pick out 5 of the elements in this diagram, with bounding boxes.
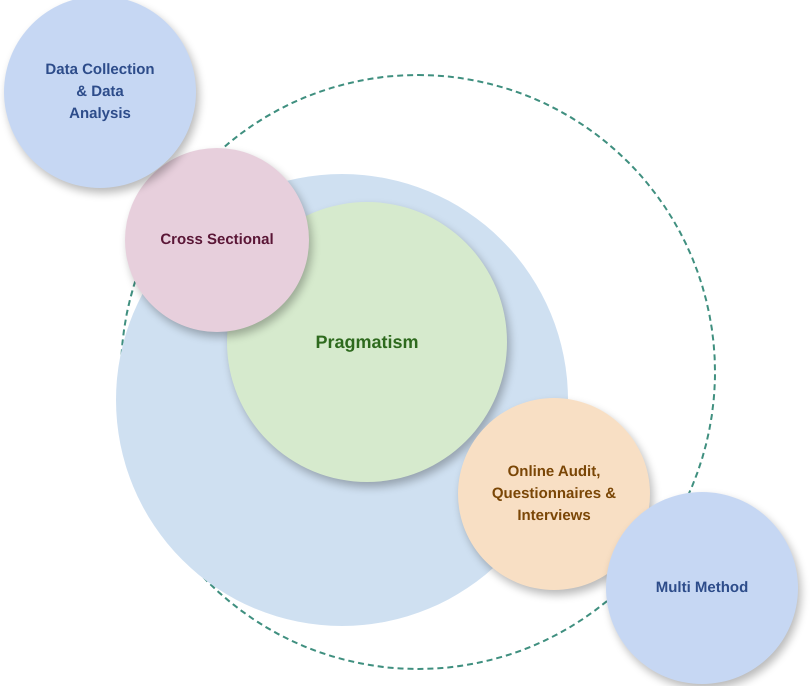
circle-label: Multi Method bbox=[656, 578, 748, 598]
circle-label: Data Collection & Data Analysis bbox=[45, 60, 155, 124]
circle-label: Online Audit, Questionnaires & Interviews bbox=[490, 462, 618, 526]
circle-label: Cross Sectional bbox=[160, 230, 274, 250]
circle-label: Pragmatism bbox=[315, 330, 419, 354]
